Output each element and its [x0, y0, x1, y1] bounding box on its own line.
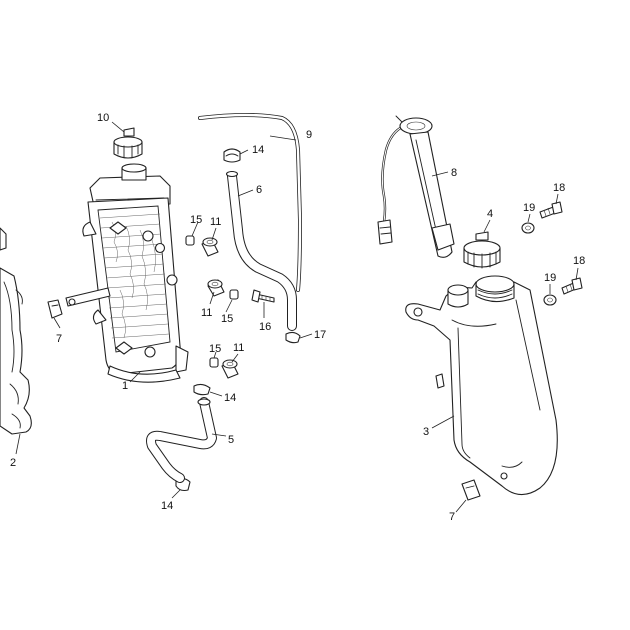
callout-15-lower: 15 [209, 343, 221, 355]
grommet-middle [207, 279, 225, 297]
callout-11-lower: 11 [233, 342, 244, 354]
callout-11-middle: 11 [201, 307, 212, 319]
spacer-lower [209, 357, 219, 368]
overflow-pipe [198, 113, 302, 292]
callout-15-upper: 15 [190, 214, 202, 226]
upper-hose [225, 170, 297, 331]
radiator-guard [0, 227, 32, 435]
callout-9: 9 [306, 129, 312, 141]
leader-lines [15, 121, 579, 513]
coolant-reservoir [405, 275, 558, 496]
callout-6: 6 [256, 184, 262, 196]
screw-upper [539, 201, 563, 219]
callout-18-upper: 18 [553, 182, 565, 194]
washer-lower [543, 294, 557, 306]
callout-19-upper: 19 [523, 202, 535, 214]
callout-5: 5 [228, 434, 234, 446]
callout-19-lower: 19 [544, 272, 556, 284]
lower-hose [146, 397, 217, 483]
bolt-16 [251, 289, 275, 303]
radiator-cap [113, 127, 143, 159]
reservoir-cap [463, 231, 501, 269]
callout-3: 3 [423, 426, 429, 438]
hose-clamp-upper [223, 148, 241, 163]
callout-10: 10 [97, 112, 109, 124]
callout-14-lower: 14 [161, 500, 173, 512]
level-sensor [377, 115, 455, 258]
spacer-upper [185, 235, 195, 246]
clip-nut-left [47, 299, 63, 319]
radiator-fins [99, 213, 170, 339]
hose-clamp-17 [285, 331, 301, 344]
hose-clamp-lower-a [193, 383, 211, 396]
callout-8: 8 [451, 167, 457, 179]
callout-16: 16 [259, 321, 271, 333]
callout-11-upper: 11 [210, 216, 221, 228]
spacer-middle [229, 289, 239, 300]
callout-18-lower: 18 [573, 255, 585, 267]
callout-17: 17 [314, 329, 326, 341]
clip-nut-right [461, 479, 481, 501]
callout-14-upper: 14 [252, 144, 264, 156]
screw-lower [561, 277, 583, 295]
callout-7-left: 7 [56, 333, 62, 345]
callout-4: 4 [487, 208, 493, 220]
callout-14-middle: 14 [224, 392, 236, 404]
washer-upper [521, 222, 535, 234]
callout-15-middle: 15 [221, 313, 233, 325]
radiator [65, 163, 189, 383]
callout-labels: 10 9 14 6 15 11 11 15 16 17 15 11 14 5 1… [10, 112, 585, 523]
grommet-lower [221, 359, 239, 379]
grommet-upper [201, 237, 219, 257]
callout-2: 2 [10, 457, 16, 469]
callout-1: 1 [122, 380, 128, 392]
callout-7-right: 7 [449, 511, 455, 523]
